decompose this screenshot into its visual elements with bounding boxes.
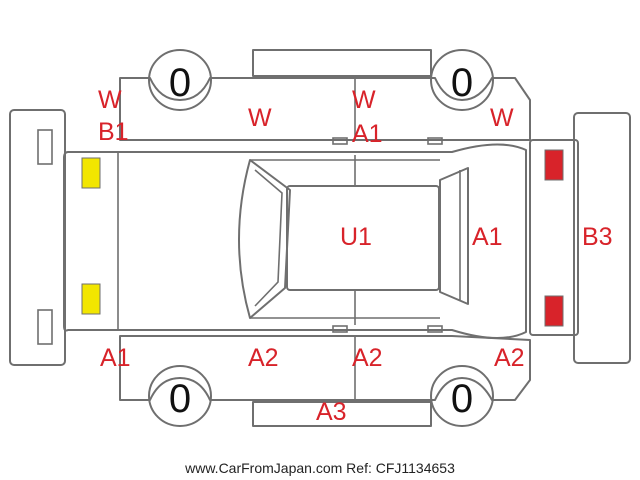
front-headlight-lower [37,309,53,345]
code-a2-front-door: A2 [248,344,279,372]
footer-credit: www.CarFromJapan.com Ref: CFJ1134653 [184,460,455,476]
damage-codes: W B1 W W A1 W U1 A1 B3 A1 A2 A2 A2 A3 [98,86,613,426]
lower-front-tire [148,365,212,427]
lower-rear-tire [430,365,494,427]
rear-bumper-outline [573,112,631,364]
code-a2-rear-bottom: A2 [494,344,525,372]
code-b3-rear: B3 [582,223,613,251]
upper-rear-tire-depth: 0 [451,61,473,105]
upper-side-view: 0 0 [119,49,531,145]
upper-side-body-outline [119,77,531,141]
upper-rear-tire [430,49,494,111]
rear-marker-lower [544,295,564,327]
lower-side-view: 0 0 [119,325,531,427]
code-b1-front: B1 [98,118,129,146]
rear-tailgate-outline [529,139,579,336]
code-w-front-top: W [98,86,122,114]
lower-rear-handle [427,325,443,333]
lower-front-handle [332,325,348,333]
front-marker-upper [81,157,101,189]
windshield-outline [238,159,291,319]
markers [81,149,564,327]
code-a1-front-bottom: A1 [100,344,131,372]
code-a2-rear-door: A2 [352,344,383,372]
upper-front-handle [332,137,348,145]
windshield-inner [254,169,283,307]
upper-rear-handle [427,137,443,145]
upper-front-tire [148,49,212,111]
code-a3-rocker: A3 [316,398,347,426]
front-view [9,109,66,366]
lower-front-tire-depth: 0 [169,377,191,421]
upper-front-tire-depth: 0 [169,61,191,105]
code-w-roof: W [352,86,376,114]
rear-glass-outline [439,167,469,305]
code-u1-roof: U1 [340,223,372,251]
upper-roof-rail [252,49,432,77]
code-a1-rear-glass: A1 [472,223,503,251]
lower-rocker-panel [252,401,432,427]
code-w-rear-top: W [490,104,514,132]
rear-marker-upper [544,149,564,181]
front-marker-lower [81,283,101,315]
lower-rear-tire-depth: 0 [451,377,473,421]
top-view-body-outline [63,143,527,340]
rear-view [529,112,631,364]
code-w-windshield: W [248,104,272,132]
lower-side-body-outline [119,335,531,401]
code-a1-roof: A1 [352,120,383,148]
front-headlight-upper [37,129,53,165]
top-view [63,143,527,340]
